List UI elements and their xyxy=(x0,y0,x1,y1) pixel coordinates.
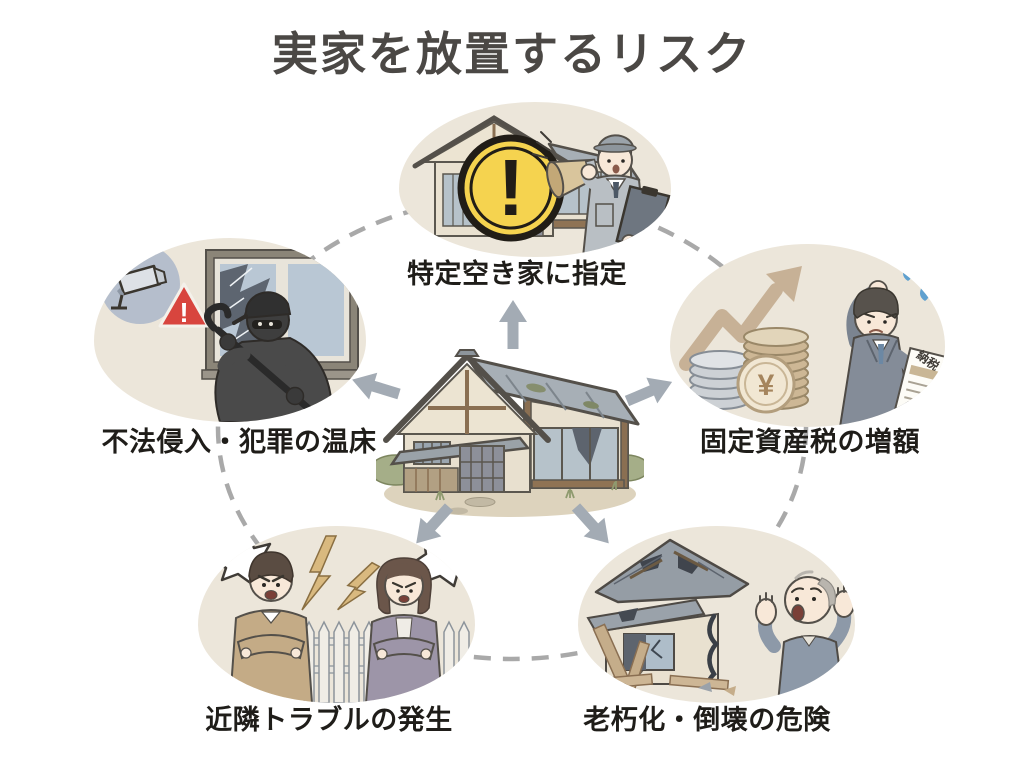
risk-label-designation: 特定空き家に指定 xyxy=(407,259,627,289)
abandoned-house-illustration xyxy=(376,349,644,517)
sweat-drop-icon xyxy=(903,262,913,281)
collapsed-house xyxy=(584,538,750,696)
risk-bubble-designation: ! xyxy=(399,102,671,257)
tax-illustration: ¥ 納税 xyxy=(679,262,945,427)
angry-woman xyxy=(364,557,444,703)
risk-label-tax: 固定資産税の増額 xyxy=(700,427,920,457)
risk-label-collapse: 老朽化・倒壊の危険 xyxy=(583,705,831,735)
risk-bubble-neighbor xyxy=(198,526,475,703)
warning-exclamation: ! xyxy=(498,143,525,232)
risk-bubble-intrusion: ! xyxy=(94,238,366,422)
stepping-stone xyxy=(448,507,468,515)
risk-bubble-tax: ¥ 納税 xyxy=(670,244,945,427)
alert-exclamation: ! xyxy=(179,297,188,328)
designation-illustration: ! xyxy=(412,115,671,257)
sweat-drop-icon xyxy=(920,282,930,301)
risk-label-intrusion: 不法侵入・犯罪の温床 xyxy=(101,427,377,457)
tax-document-icon: 納税 xyxy=(894,346,945,420)
page-title: 実家を放置するリスク xyxy=(272,28,752,80)
yen-symbol: ¥ xyxy=(758,369,775,402)
collapse-illustration xyxy=(584,538,855,703)
yen-coin-icon: ¥ xyxy=(736,354,796,414)
neighbor-illustration xyxy=(210,532,474,703)
warning-icon: ! xyxy=(457,134,565,242)
security-camera-icon xyxy=(100,244,180,324)
worried-taxpayer: 納税 xyxy=(838,262,945,427)
alert-triangle-icon: ! xyxy=(158,282,210,328)
risk-label-neighbor: 近隣トラブルの発生 xyxy=(205,705,453,735)
intrusion-illustration: ! xyxy=(100,244,363,422)
stepping-stone xyxy=(464,497,496,507)
risk-bubble-collapse xyxy=(578,526,855,703)
shocked-elderly-man xyxy=(755,570,855,703)
lightning-icon xyxy=(301,535,381,611)
